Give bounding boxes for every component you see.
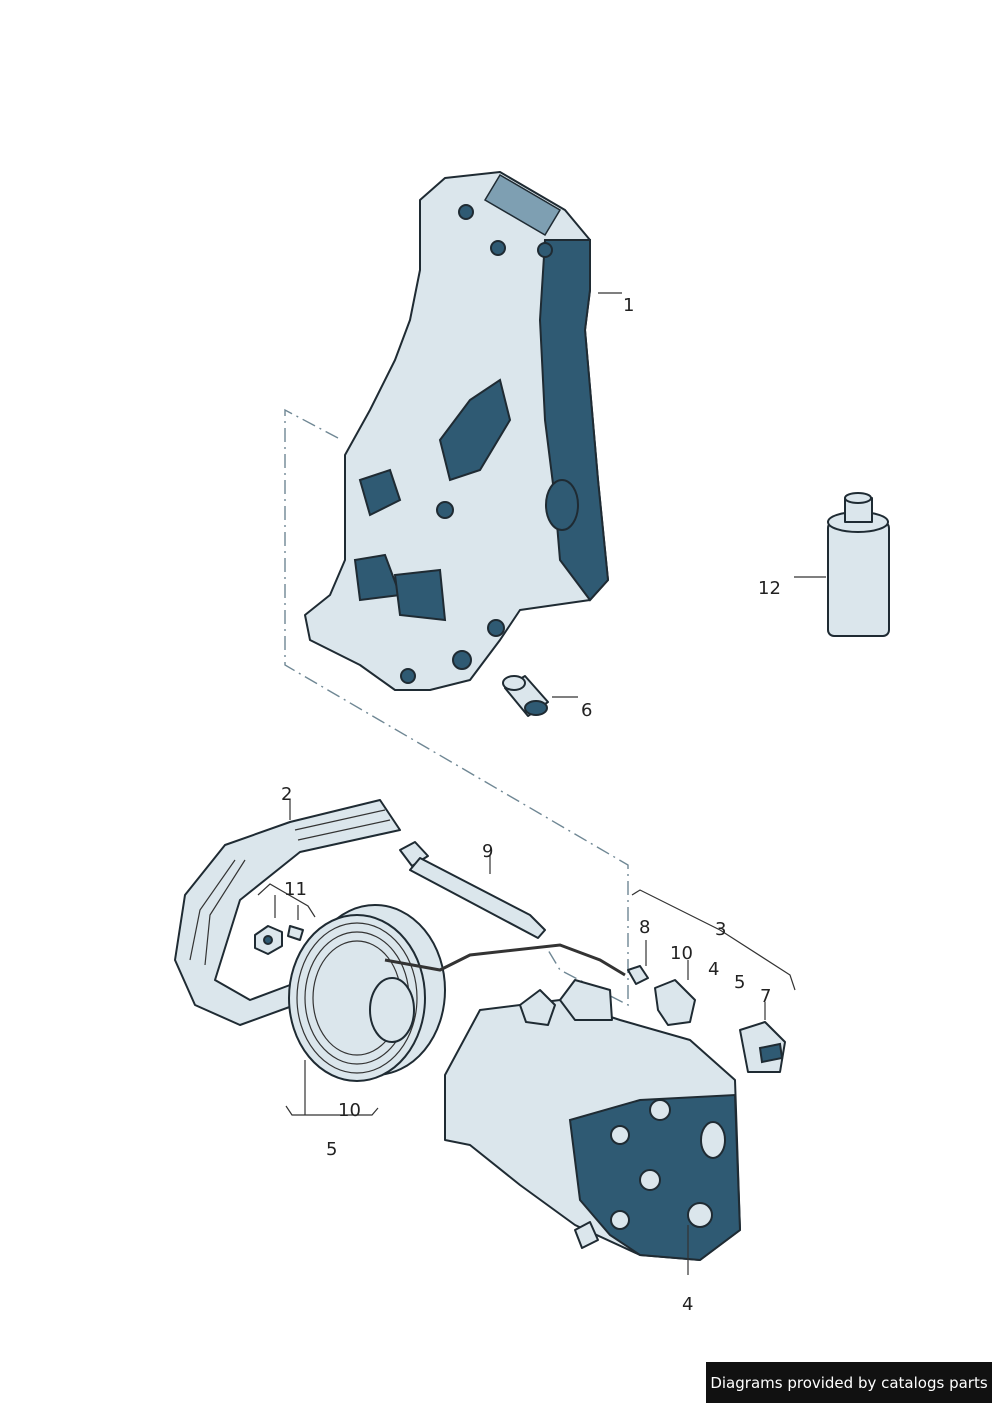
plug-part: [739, 1021, 786, 1073]
sensor-connector-part: [627, 965, 696, 1026]
callout-4-connector: 4: [708, 959, 720, 980]
footer-credit-badge: Diagrams provided by catalogs parts: [706, 1362, 992, 1403]
sleeve-part: [502, 675, 549, 717]
assembly-dash-line: [284, 408, 629, 1007]
oil-canister-part: [827, 492, 890, 637]
callout-3: 3: [715, 919, 727, 940]
clutch-pulley-part: [288, 904, 446, 1082]
callout-5-connector: 5: [734, 972, 746, 993]
callout-1: 1: [623, 295, 635, 316]
footer-credit-text: Diagrams provided by catalogs parts: [710, 1373, 988, 1392]
ac-compressor-part: [444, 979, 742, 1262]
callout-9: 9: [482, 841, 494, 862]
callout-5-pulley: 5: [326, 1139, 338, 1160]
bolt-part: [399, 841, 546, 939]
callout-11: 11: [284, 879, 307, 900]
nut-part: [254, 925, 304, 955]
callout-6: 6: [581, 700, 593, 721]
bracket-part: [304, 171, 610, 691]
callout-10-connector: 10: [670, 943, 693, 964]
callout-8: 8: [639, 917, 651, 938]
callout-2: 2: [281, 784, 293, 805]
callout-4-compressor: 4: [682, 1294, 694, 1315]
callout-12: 12: [758, 578, 781, 599]
callout-10-pulley: 10: [338, 1100, 361, 1121]
bracket-3: [631, 889, 796, 991]
callout-7: 7: [760, 986, 772, 1007]
leader-10-5: [285, 1060, 379, 1116]
leader-11: [257, 883, 316, 920]
wire-harness: [384, 943, 626, 977]
